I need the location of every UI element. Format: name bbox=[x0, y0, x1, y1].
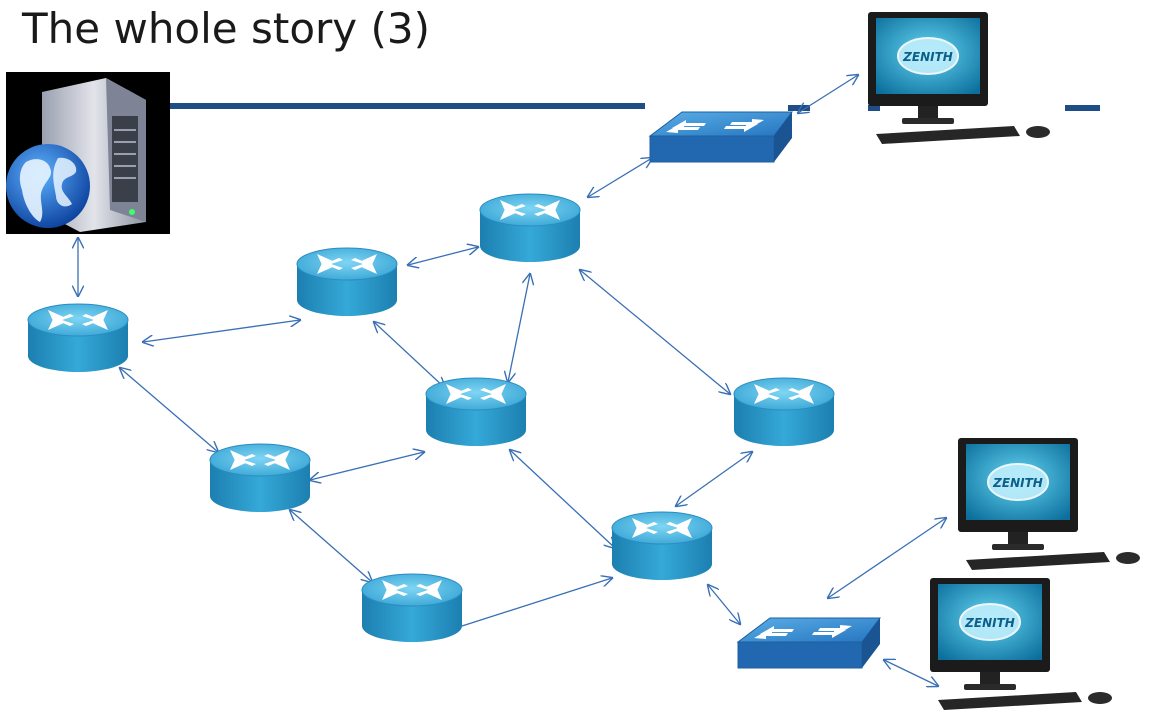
link-r6-r8 bbox=[676, 452, 752, 506]
link-r2-r4 bbox=[374, 322, 445, 388]
link-r4-r8 bbox=[510, 450, 615, 548]
router-r2 bbox=[296, 247, 398, 317]
computer-icon-1 bbox=[867, 11, 1051, 145]
link-r3-r4 bbox=[508, 274, 530, 382]
computer-icon-2 bbox=[957, 437, 1141, 571]
slide-title: The whole story (3) bbox=[22, 4, 431, 53]
router-r8 bbox=[611, 511, 713, 581]
link-r5-r4 bbox=[310, 452, 424, 480]
link-switch-top-pc1 bbox=[798, 75, 858, 113]
switch-top-icon bbox=[649, 111, 793, 163]
computer-icon-3 bbox=[929, 577, 1113, 711]
router-r4 bbox=[425, 377, 527, 447]
web-server-icon bbox=[6, 72, 170, 234]
router-r1 bbox=[27, 303, 129, 373]
link-r2-r3 bbox=[408, 247, 478, 265]
link-r1-r2 bbox=[143, 320, 300, 342]
router-r7 bbox=[361, 573, 463, 643]
link-r8-switch-bottom bbox=[708, 585, 740, 624]
switch-bottom-icon bbox=[737, 617, 881, 669]
router-r5 bbox=[209, 443, 311, 513]
link-r3-switch-top bbox=[588, 158, 652, 197]
link-r7-r8 bbox=[461, 578, 612, 627]
link-r1-r5 bbox=[120, 368, 218, 452]
globe-icon bbox=[6, 144, 90, 228]
network-links bbox=[78, 75, 946, 686]
link-r3-r6 bbox=[580, 270, 730, 394]
link-r5-r7 bbox=[290, 510, 372, 582]
link-switch-bottom-pc2 bbox=[828, 518, 946, 598]
router-r6 bbox=[733, 377, 835, 447]
router-r3 bbox=[479, 193, 581, 263]
link-switch-bottom-pc3 bbox=[884, 660, 938, 686]
